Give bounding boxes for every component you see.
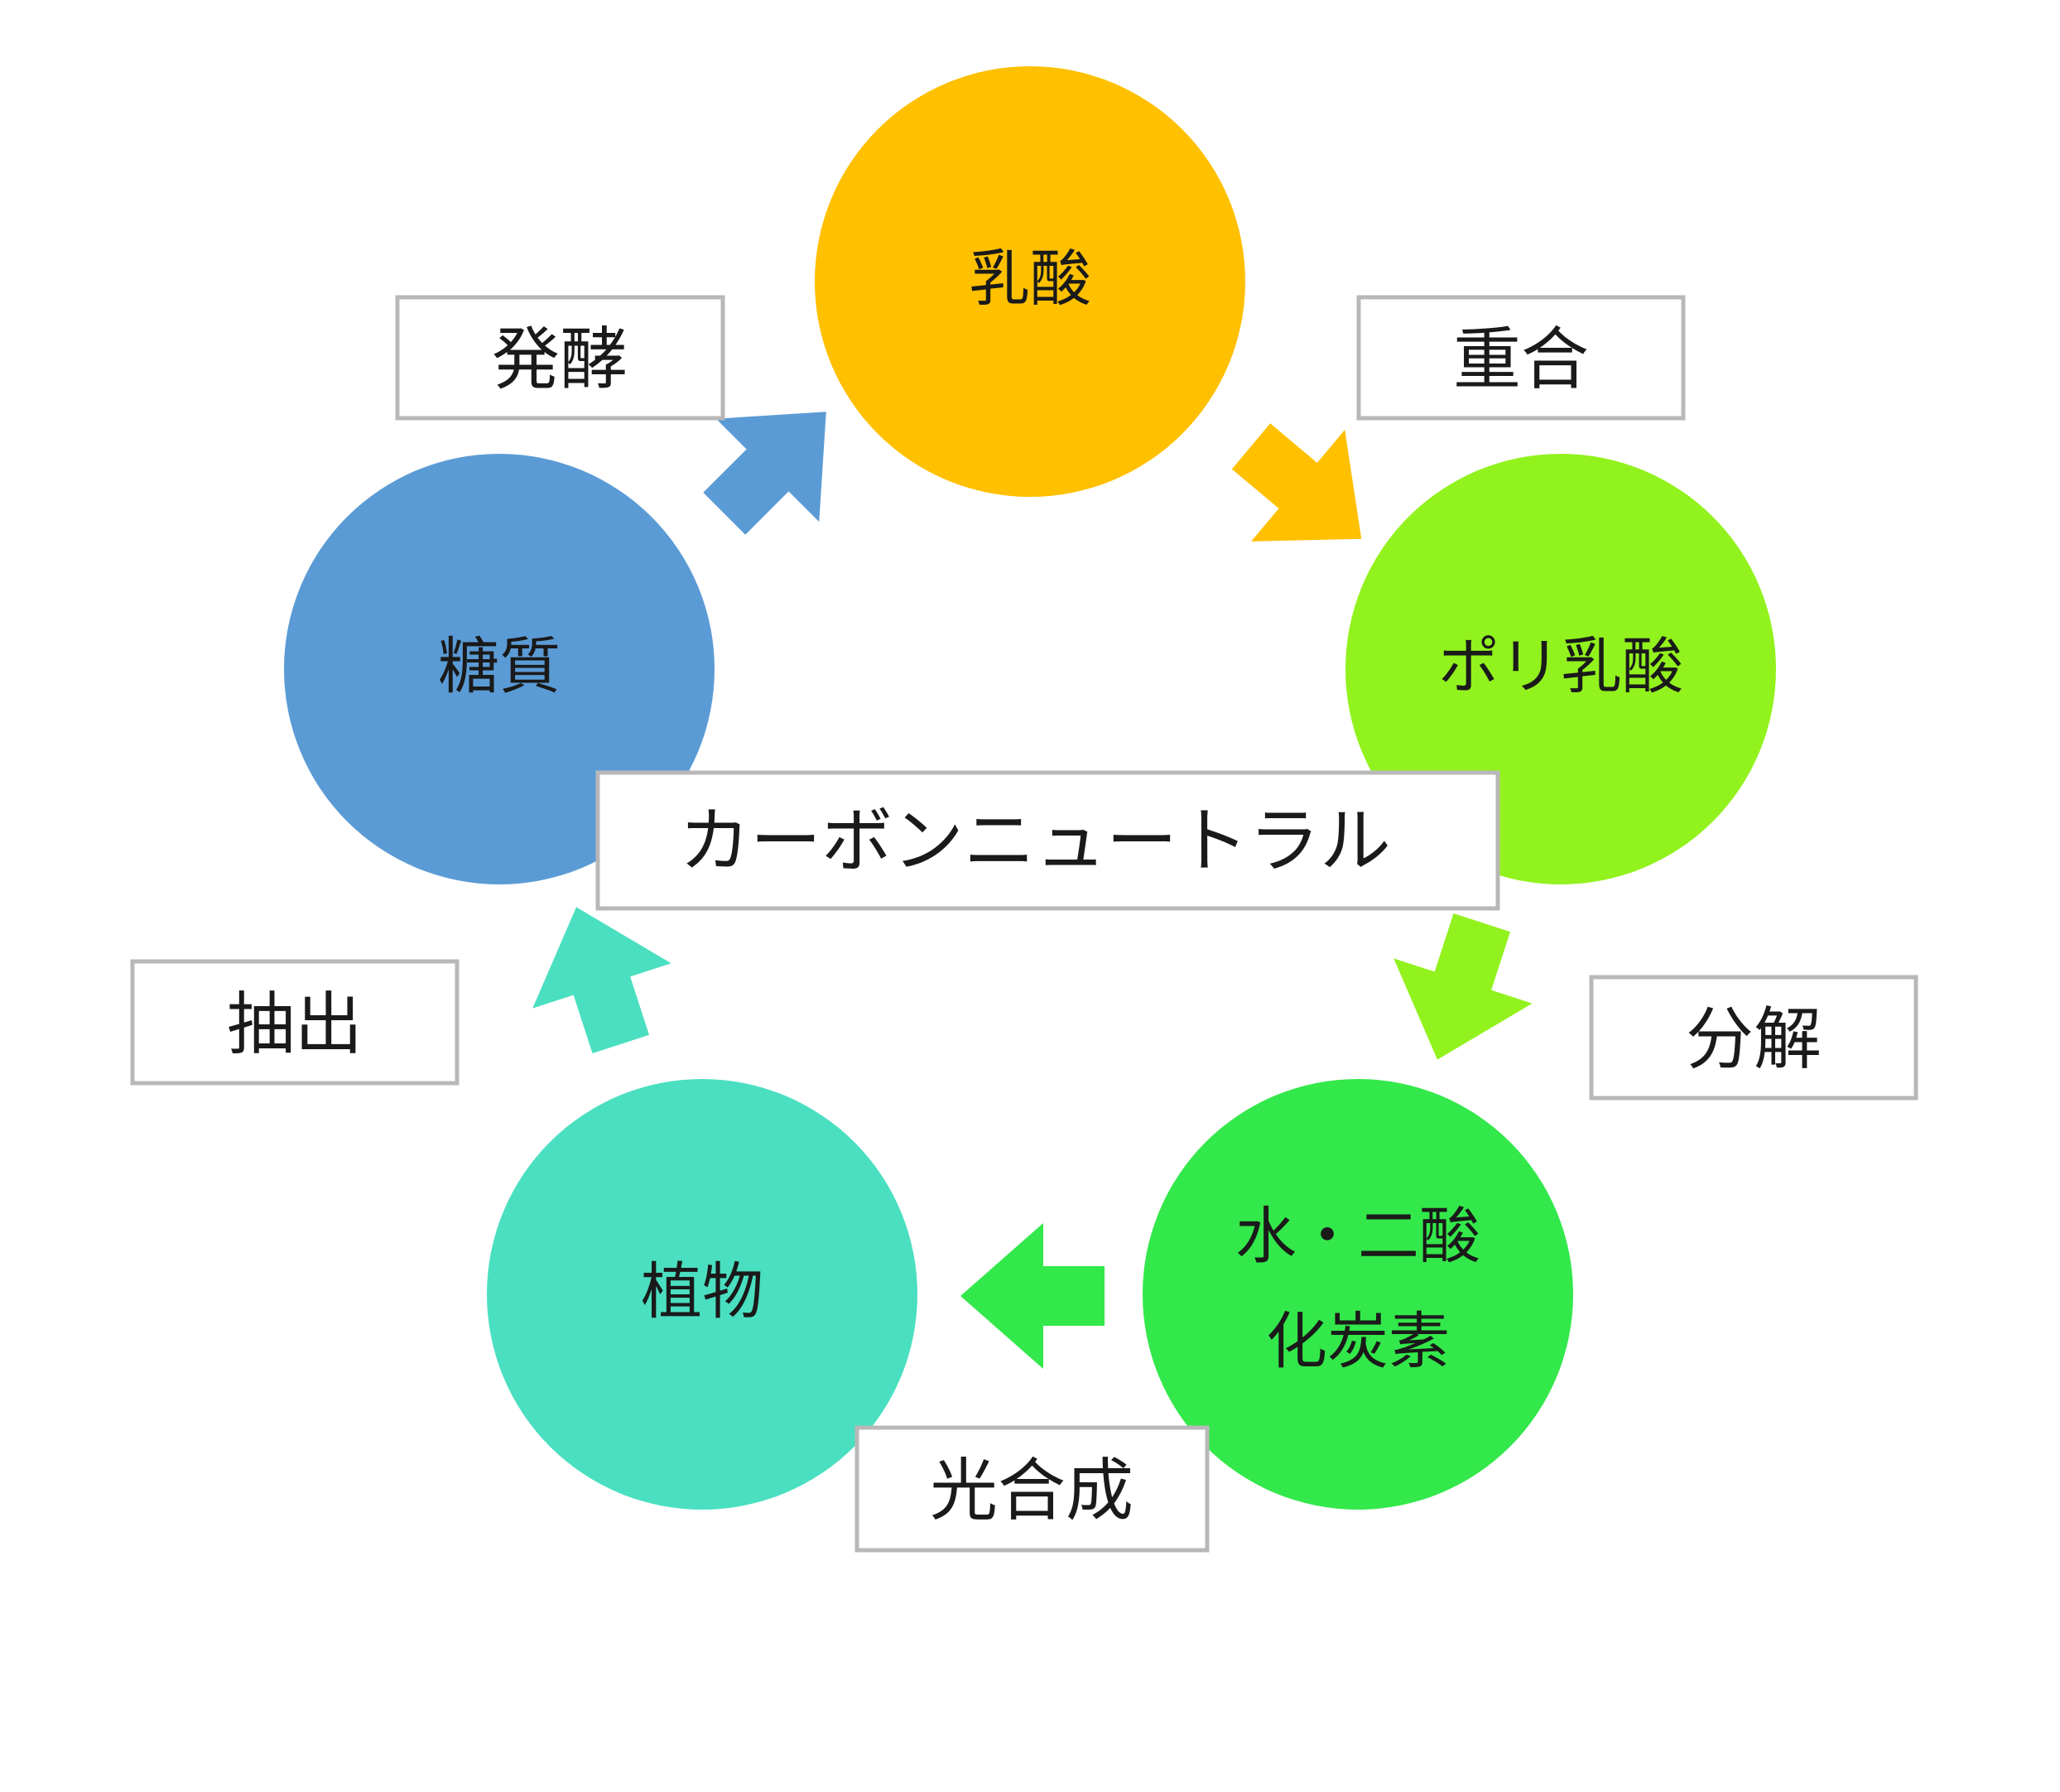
step-box	[130, 959, 460, 1086]
center-carbon-neutral: カーボンニュートラル	[595, 770, 1500, 911]
node-circle	[815, 66, 1245, 497]
arrow-decomposition	[1393, 913, 1533, 1060]
node-water-co2: 水・二酸 化炭素	[1143, 1079, 1573, 1510]
node-label-line: 水・二酸	[1235, 1201, 1480, 1272]
arrow-shape	[532, 907, 671, 1053]
node-label-line: 化炭素	[1266, 1306, 1450, 1377]
node-label-line: 乳酸	[969, 243, 1091, 315]
step-fermentation: 発酵	[395, 295, 725, 421]
center-label: カーボンニュートラル	[679, 800, 1391, 883]
step-label: 分解	[1686, 1000, 1822, 1079]
node-circle	[487, 1079, 917, 1510]
arrow-shape	[960, 1223, 1105, 1369]
step-label: 光合成	[930, 1452, 1133, 1530]
step-box	[1589, 975, 1918, 1101]
step-box	[1356, 295, 1686, 421]
arrow-shape	[1231, 423, 1362, 542]
step-label: 抽出	[227, 985, 363, 1064]
arrow-extraction	[532, 907, 671, 1053]
step-decomposition: 分解	[1589, 975, 1918, 1101]
step-label: 発酵	[492, 320, 628, 399]
arrow-fermentation	[703, 412, 826, 535]
step-photosynthesis: 光合成	[854, 1425, 1210, 1553]
arrow-shape	[703, 412, 826, 535]
node-label-line: 糖質	[438, 631, 561, 702]
arrow-polymerization	[1231, 423, 1362, 542]
step-label: 重合	[1453, 320, 1589, 399]
node-label-line: ポリ乳酸	[1438, 631, 1683, 702]
center-box	[595, 770, 1500, 911]
step-box	[854, 1425, 1210, 1553]
node-lactic-acid: 乳酸	[815, 66, 1245, 497]
step-box	[395, 295, 725, 421]
arrow-photosynthesis	[960, 1223, 1105, 1369]
node-circle	[1143, 1079, 1573, 1510]
step-polymerization: 重合	[1356, 295, 1686, 421]
step-extraction: 抽出	[130, 959, 460, 1086]
arrow-shape	[1393, 913, 1533, 1060]
node-plant: 植物	[487, 1079, 917, 1510]
node-label-line: 植物	[641, 1256, 763, 1327]
